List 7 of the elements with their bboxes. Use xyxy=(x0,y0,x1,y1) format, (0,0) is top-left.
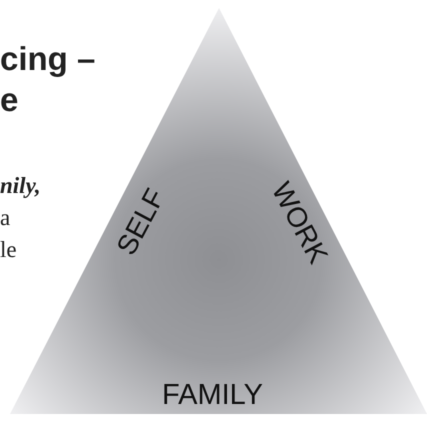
text-fragment: nily, xyxy=(0,174,41,197)
side-label: SELF xyxy=(112,184,170,260)
text-fragment: e xyxy=(0,83,18,116)
text-fragment: cing – xyxy=(0,42,96,75)
side-label: FAMILY xyxy=(162,381,263,410)
text-fragment: le xyxy=(0,238,17,261)
text-fragment: a xyxy=(0,206,10,229)
